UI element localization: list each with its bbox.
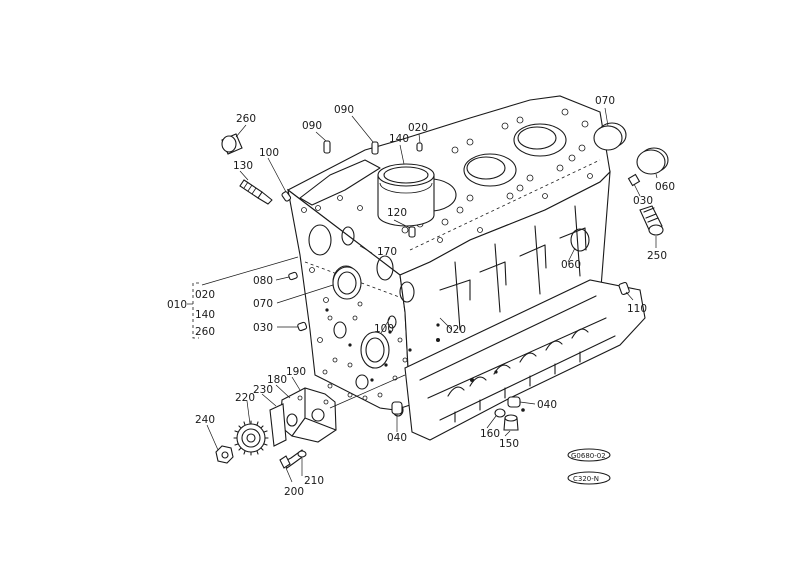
label-group-140: 140 bbox=[195, 309, 215, 321]
leader-lines bbox=[201, 107, 658, 483]
label-140-top: 140 bbox=[389, 133, 409, 145]
oil-pump-assembly bbox=[269, 387, 337, 447]
label-130: 130 bbox=[233, 160, 253, 172]
label-120: 120 bbox=[387, 207, 407, 219]
code-text-2: C320-N bbox=[573, 475, 599, 483]
dowel-100 bbox=[281, 191, 292, 202]
label-070-left: 070 bbox=[253, 298, 273, 310]
pin-090-left bbox=[323, 140, 331, 154]
group-bracket bbox=[187, 282, 199, 339]
pin-110 bbox=[618, 281, 630, 295]
pin-090-right bbox=[371, 141, 379, 155]
label-100-mid: 100 bbox=[374, 323, 394, 335]
bolt-130 bbox=[239, 179, 273, 205]
label-070-top: 070 bbox=[595, 95, 615, 107]
drain-plug-150 bbox=[503, 414, 519, 431]
label-160: 160 bbox=[480, 428, 500, 440]
label-090-left: 090 bbox=[302, 120, 322, 132]
label-180: 180 bbox=[267, 374, 287, 386]
label-group-020: 020 bbox=[195, 289, 215, 301]
pin-080 bbox=[288, 271, 298, 281]
plug-030-left bbox=[297, 321, 308, 332]
plug-040-bottom bbox=[391, 401, 403, 415]
seal-070-left bbox=[332, 266, 362, 300]
oil-pressure-switch bbox=[639, 205, 664, 236]
code-text-1: G0680-02 bbox=[571, 452, 606, 460]
drawing-codes: G0680-02 C320-N bbox=[567, 448, 611, 485]
label-040-bottom: 040 bbox=[387, 432, 407, 444]
cylinder-bores bbox=[337, 108, 593, 243]
label-080: 080 bbox=[253, 275, 273, 287]
label-240: 240 bbox=[195, 414, 215, 426]
label-220: 220 bbox=[235, 392, 255, 404]
code-oval-2 bbox=[567, 471, 611, 485]
label-090-right: 090 bbox=[334, 104, 354, 116]
cylinder-block bbox=[286, 95, 646, 441]
code-oval-1 bbox=[567, 448, 611, 462]
plug-040-right bbox=[507, 396, 521, 408]
plug-060-right bbox=[636, 147, 669, 175]
washer-160 bbox=[494, 408, 506, 418]
label-110: 110 bbox=[627, 303, 647, 315]
label-170: 170 bbox=[377, 246, 397, 258]
oil-pump-gear bbox=[233, 420, 269, 456]
label-260: 260 bbox=[236, 113, 256, 125]
label-group-010: 010 bbox=[167, 299, 187, 311]
label-020-mid: 020 bbox=[446, 324, 466, 336]
label-030-right: 030 bbox=[633, 195, 653, 207]
label-group-260: 260 bbox=[195, 326, 215, 338]
pin-020-top bbox=[416, 142, 423, 152]
label-030-left: 030 bbox=[253, 322, 273, 334]
label-020-top: 020 bbox=[408, 122, 428, 134]
label-190: 190 bbox=[286, 366, 306, 378]
label-150: 150 bbox=[499, 438, 519, 450]
label-100-top: 100 bbox=[259, 147, 279, 159]
pin-120 bbox=[408, 226, 416, 238]
plug-030-right bbox=[627, 173, 641, 187]
label-060-mid: 060 bbox=[561, 259, 581, 271]
washer-210 bbox=[297, 450, 307, 458]
cylinder-liner bbox=[377, 163, 435, 227]
plug-260 bbox=[221, 133, 243, 155]
label-250: 250 bbox=[647, 250, 667, 262]
nut-240 bbox=[215, 445, 234, 464]
label-210: 210 bbox=[304, 475, 324, 487]
label-040-right: 040 bbox=[537, 399, 557, 411]
label-060-right: 060 bbox=[655, 181, 675, 193]
label-200: 200 bbox=[284, 486, 304, 498]
label-230: 230 bbox=[253, 384, 273, 396]
part-labels: 260 100 130 090 090 140 020 070 060 030 … bbox=[167, 95, 675, 498]
